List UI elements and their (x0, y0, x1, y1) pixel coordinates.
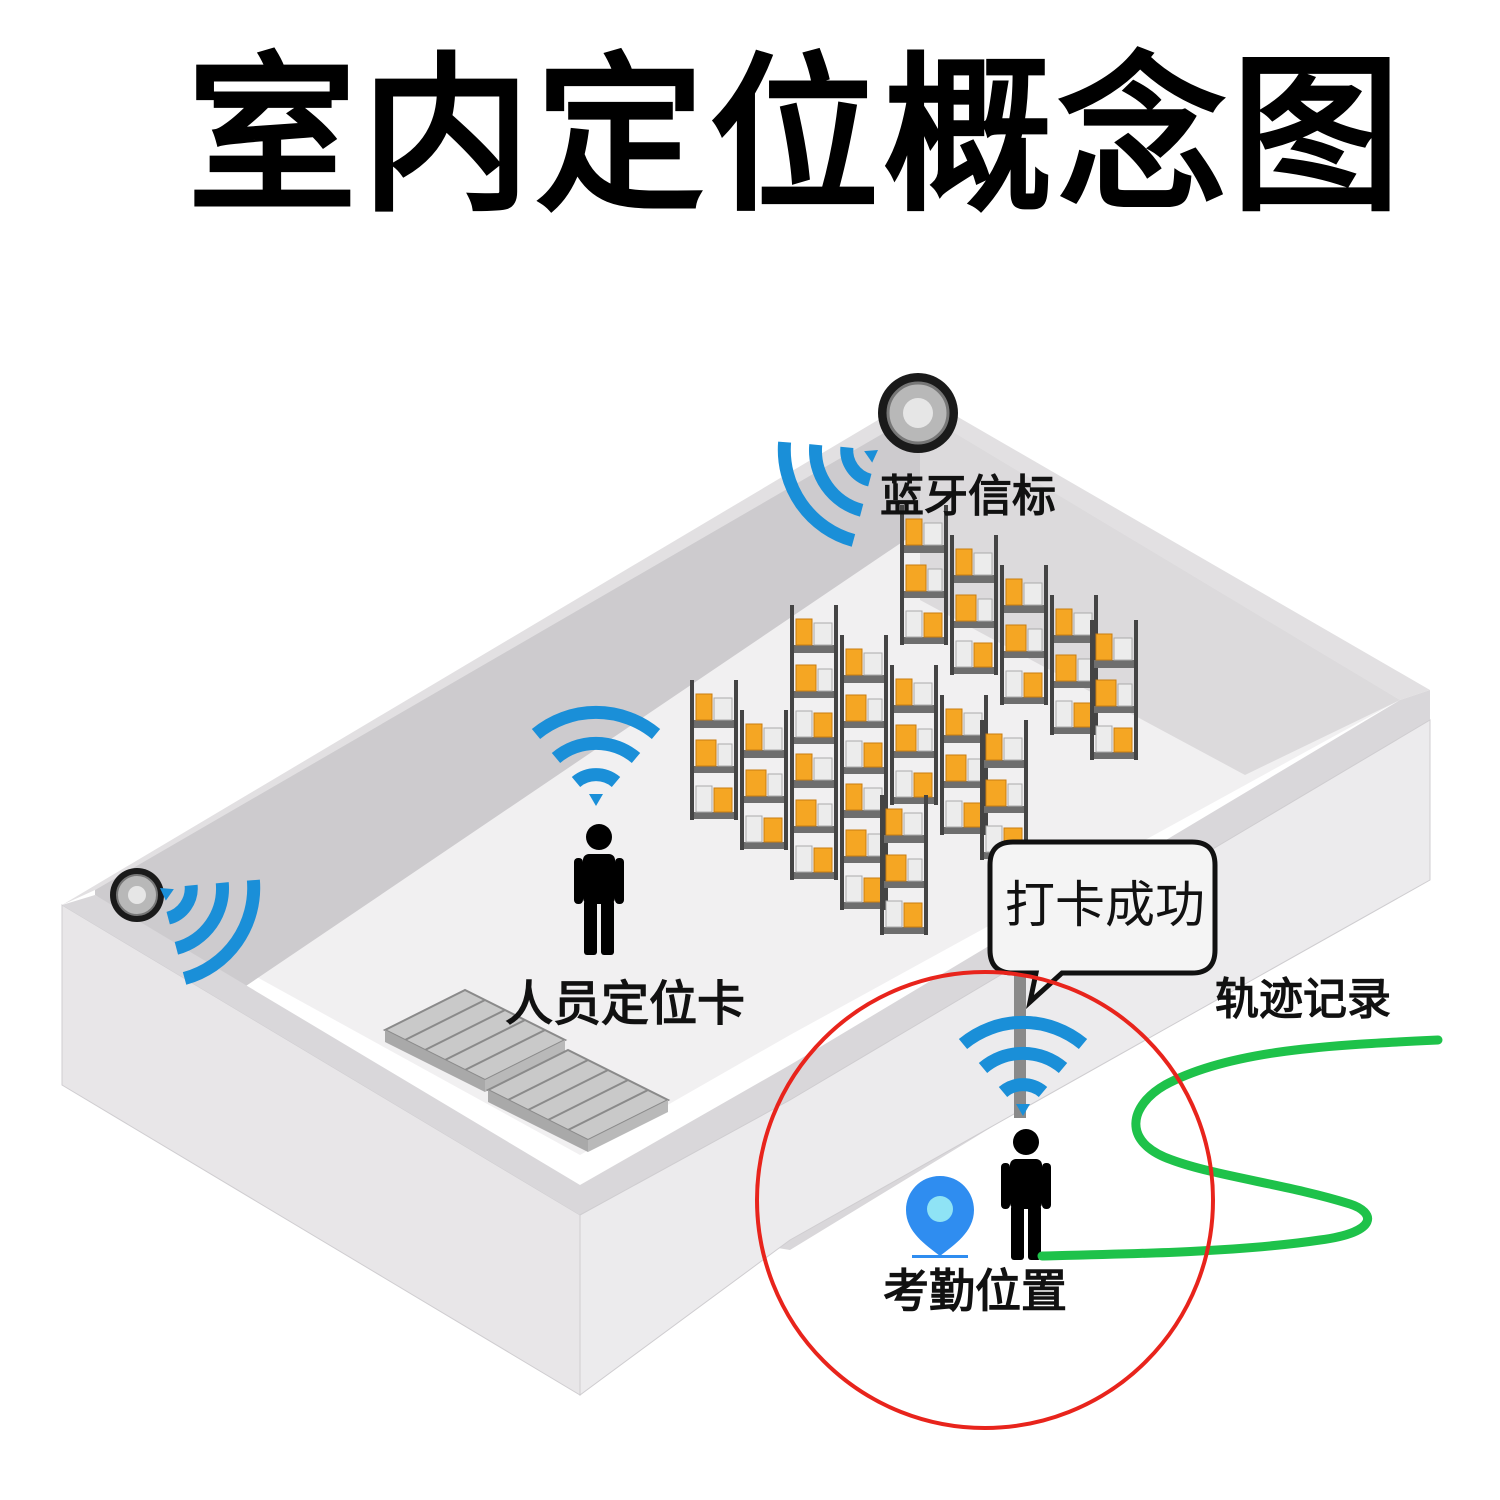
badge-label: 人员定位卡 (505, 976, 746, 1032)
checkin-pole (1014, 975, 1026, 1118)
checkin-success-text: 打卡成功 (1005, 876, 1205, 934)
trajectory-path (1037, 1035, 1443, 1261)
speech-bubble (987, 839, 1218, 1009)
back-wall-left-face (95, 412, 920, 990)
back-wall-right-face (920, 412, 1400, 775)
beacon-label: 蓝牙信标 (880, 471, 1056, 522)
page-title: 室内定位概念图 (186, 38, 1405, 236)
bluetooth-beacon-icon (878, 373, 958, 453)
person-icon (1001, 1129, 1051, 1260)
attendance-zone-circle (755, 970, 1215, 1430)
attendance-location-label: 考勤位置 (883, 1264, 1067, 1318)
trajectory-label: 轨迹记录 (1215, 974, 1391, 1025)
location-pin-icon (906, 1176, 974, 1258)
bluetooth-beacon-icon (110, 868, 164, 922)
